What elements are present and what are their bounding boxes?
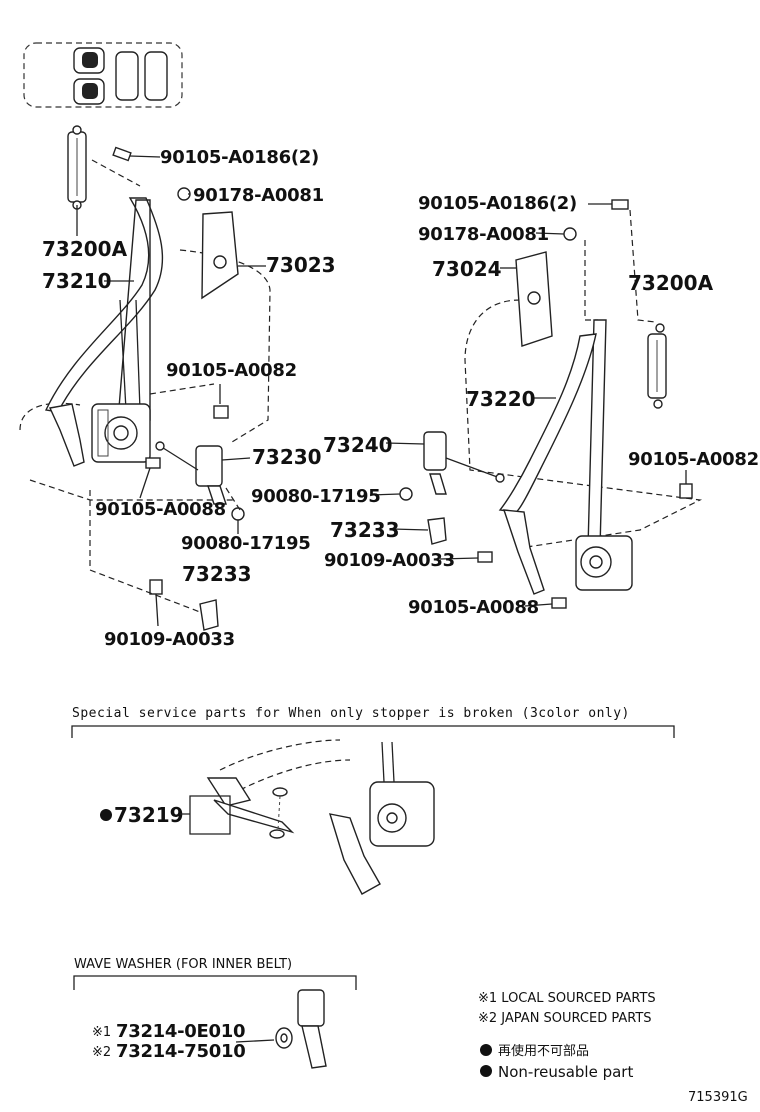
left-retractor[interactable]: [91, 403, 151, 463]
washer-heading: WAVE WASHER (FOR INNER BELT): [74, 957, 292, 972]
label-left-bolt-low: 90105-A0088: [95, 499, 226, 520]
right-bolt-mid-icon: [679, 483, 693, 499]
right-outer-belt[interactable]: [498, 333, 597, 513]
left-stopper[interactable]: [199, 599, 219, 631]
label-left-bolt-bottom: 90109-A0033: [104, 629, 235, 650]
wave-washer-drawing[interactable]: [275, 1027, 293, 1049]
legend-local-sourced: ※1 LOCAL SOURCED PARTS: [478, 991, 656, 1006]
left-pillar-cover[interactable]: [201, 211, 239, 300]
wave-washer-section: WAVE WASHER (FOR INNER BELT) ※1 73214-0E…: [73, 957, 357, 1069]
right-buckle[interactable]: [423, 431, 505, 495]
vehicle-seat-position-icon: [23, 42, 183, 108]
label-right-bolt-mid: 90105-A0082: [628, 449, 759, 470]
legend-bullet-icon: [480, 1065, 492, 1077]
special-part-number: 73219: [114, 803, 184, 827]
washer-part-1: 73214-0E010: [116, 1021, 245, 1042]
label-right-belt: 73220: [466, 387, 536, 411]
label-left-belt: 73210: [42, 269, 112, 293]
diagram-id: 715391G: [688, 1090, 748, 1105]
legend-non-reusable-jp: 再使用不可部品: [498, 1043, 589, 1059]
label-right-cover: 73024: [432, 257, 502, 281]
special-retractor[interactable]: [369, 741, 435, 847]
left-bolt-mid-icon: [213, 405, 229, 419]
legend-non-reusable-en: Non-reusable part: [498, 1063, 633, 1081]
label-left-nut-low: 90080-17195: [181, 533, 310, 554]
label-right-adjuster: 73200A: [628, 271, 714, 295]
label-left-bolt-mid: 90105-A0082: [166, 360, 297, 381]
right-bolt-bottom-icon: [477, 551, 493, 563]
left-seat-belt-assembly: [19, 125, 271, 631]
label-right-bolt-low: 90105-A0088: [408, 597, 539, 618]
label-left-stopper: 73233: [182, 562, 252, 586]
left-buckle[interactable]: [155, 441, 227, 505]
legend-bullet-icon: [480, 1044, 492, 1056]
left-anchor-plate[interactable]: [48, 403, 85, 467]
label-left-cover: 73023: [266, 253, 336, 277]
special-service-section: Special service parts for When only stop…: [71, 706, 675, 895]
special-heading: Special service parts for When only stop…: [72, 706, 630, 721]
non-reusable-marker-icon: [100, 809, 112, 821]
label-right-stopper: 73233: [330, 518, 400, 542]
label-right-nut-low: 90080-17195: [251, 486, 380, 507]
label-left-adjuster: 73200A: [42, 237, 128, 261]
left-bolt-bottom-icon: [149, 579, 163, 595]
left-bolt-low-icon: [145, 457, 161, 469]
right-nut-top-icon: [563, 227, 577, 241]
left-bolt-top-icon: [112, 146, 132, 162]
left-nut-low-icon: [231, 507, 245, 521]
right-height-adjuster[interactable]: [647, 323, 667, 409]
left-height-adjuster[interactable]: [67, 125, 87, 210]
right-stopper[interactable]: [427, 517, 447, 545]
right-seat-belt-assembly: [369, 199, 703, 609]
label-left-nut-top: 90178-A0081: [193, 185, 324, 206]
washer-mark-2: ※2: [92, 1045, 111, 1060]
washer-part-2: 73214-75010: [116, 1041, 245, 1062]
legend-japan-sourced: ※2 JAPAN SOURCED PARTS: [478, 1011, 652, 1026]
washer-mark-1: ※1: [92, 1025, 111, 1040]
label-left-bolt-top: 90105-A0186(2): [160, 147, 319, 168]
right-bolt-low-icon: [551, 597, 567, 609]
right-bolt-top-icon: [611, 199, 629, 210]
buckle-stalk-drawing[interactable]: [297, 989, 327, 1069]
label-right-bolt-top: 90105-A0186(2): [418, 193, 577, 214]
label-right-bolt-bottom: 90109-A0033: [324, 550, 455, 571]
right-retractor[interactable]: [575, 535, 633, 591]
right-anchor-plate[interactable]: [502, 509, 545, 595]
label-right-buckle: 73240: [323, 433, 393, 457]
label-right-nut-top: 90178-A0081: [418, 224, 549, 245]
legend: ※1 LOCAL SOURCED PARTS ※2 JAPAN SOURCED …: [478, 991, 656, 1081]
label-left-buckle: 73230: [252, 445, 322, 469]
right-nut-low-icon: [399, 487, 413, 501]
